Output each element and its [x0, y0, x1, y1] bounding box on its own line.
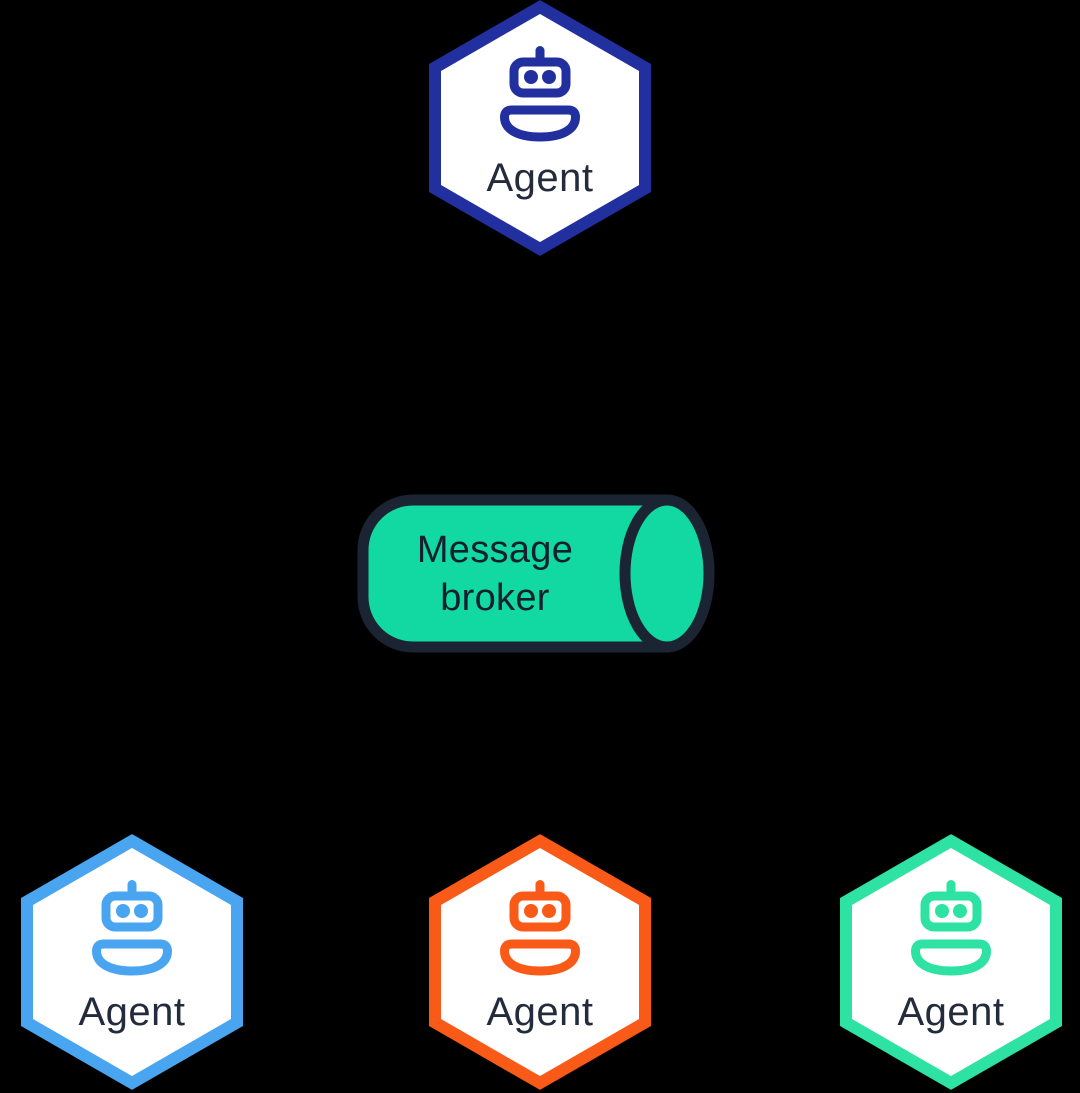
- robot-icon: [500, 46, 580, 142]
- agent-node-bottom-left: Agent: [21, 834, 243, 1090]
- hexagon-shape: [21, 834, 243, 1090]
- agent-label: Agent: [897, 990, 1005, 1034]
- message-broker-node: Message broker: [352, 489, 724, 663]
- cylinder-endcap: [619, 494, 715, 653]
- robot-icon: [500, 880, 580, 976]
- agent-node-bottom-right: Agent: [840, 834, 1062, 1090]
- agent-node-content: Agent: [840, 834, 1062, 1090]
- message-broker-label: Message broker: [416, 529, 574, 619]
- agent-label: Agent: [78, 990, 186, 1034]
- hexagon-shape: [429, 834, 651, 1090]
- agent-node-content: Agent: [21, 834, 243, 1090]
- robot-icon: [911, 880, 991, 976]
- robot-icon: [92, 880, 172, 976]
- agent-node-content: Agent: [429, 834, 651, 1090]
- agent-label: Agent: [486, 990, 594, 1034]
- hexagon-shape: [429, 0, 651, 256]
- agent-node-content: Agent: [429, 0, 651, 256]
- hexagon-shape: [840, 834, 1062, 1090]
- agent-node-bottom-middle: Agent: [429, 834, 651, 1090]
- agent-node-top: Agent: [429, 0, 651, 256]
- cylinder-shape: [357, 494, 715, 653]
- agent-label: Agent: [486, 156, 594, 200]
